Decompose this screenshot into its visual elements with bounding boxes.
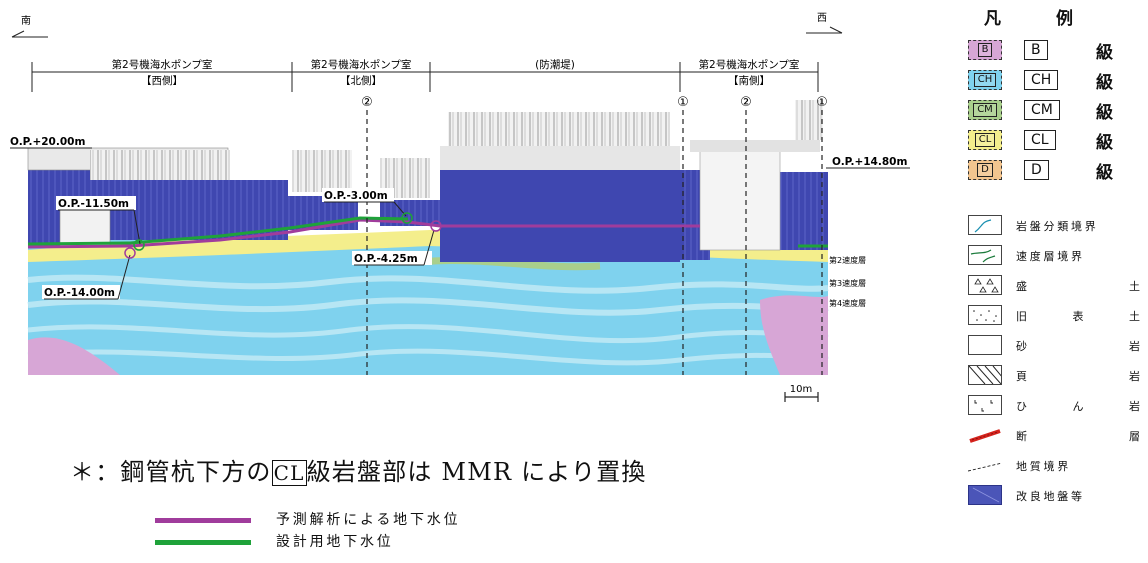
design-groundwater-label: 設計用地下水位 (276, 534, 394, 550)
legend-title-b: 例 (1056, 9, 1073, 29)
elev-minus-11-50: O.P.-11.50m (58, 198, 129, 210)
south-section-sub: 【南側】 (728, 74, 770, 87)
section-headers: 第2号機海水ポンプ室 【西側】 第2号機海水ポンプ室 【北側】 (防潮堤) 第2… (31, 58, 819, 92)
scale-bar: 10m (784, 384, 819, 402)
marker-2-south: ② (740, 95, 752, 110)
legend-panel: 凡 例 B B 級 CH CH 級 CM CM 級 CL CL 級 D D 級 … (960, 0, 1148, 563)
shale-icon (968, 365, 1002, 385)
elevation-labels: O.P.+20.00m O.P.+14.80m O.P.-11.50m O.P.… (10, 136, 910, 300)
west-label: 西 (817, 13, 827, 24)
old-topsoil-icon (968, 305, 1002, 325)
elev-minus-3-00: O.P.-3.00m (324, 190, 388, 202)
geological-boundary-icon (968, 455, 1002, 475)
legend-hornfels: ひん岩 (968, 394, 1148, 418)
predicted-groundwater-label: 予測解析による地下水位 (276, 512, 461, 528)
legend-improved-ground: 改良地盤等 (968, 484, 1148, 508)
south-section-title: 第2号機海水ポンプ室 (699, 58, 800, 71)
svg-text:10m: 10m (790, 384, 812, 395)
marker-lines (366, 110, 823, 375)
legend-fill-soil: 盛土 (968, 274, 1148, 298)
improved-ground-icon (968, 485, 1002, 505)
legend-title-a: 凡 (984, 9, 1001, 29)
elev-minus-14-00: O.P.-14.00m (44, 287, 115, 299)
fill-soil-icon (968, 275, 1002, 295)
velocity-layer-labels: 第2速度層 第3速度層 第4速度層 (829, 255, 866, 308)
legend-shale: 頁岩 (968, 364, 1148, 388)
elev-minus-4-25: O.P.-4.25m (354, 253, 418, 265)
south-label: 南 (21, 14, 31, 27)
legend-rock-class-boundary: 岩盤分類境界 (968, 214, 1148, 238)
legend-geological-boundary: 地質境界 (968, 454, 1148, 478)
legend-grade-ch: CH CH 級 (968, 68, 1148, 93)
north-section-title: 第2号機海水ポンプ室 (311, 58, 412, 71)
velocity-layer-3: 第3速度層 (829, 278, 866, 288)
hornfels-icon (968, 395, 1002, 415)
design-groundwater-swatch (155, 540, 251, 545)
legend-grade-b: B B 級 (968, 38, 1148, 63)
north-section-sub: 【北側】 (340, 74, 382, 87)
groundwater-lines (27, 216, 828, 249)
fault-icon (968, 425, 1002, 445)
elev-top-right: O.P.+14.80m (832, 156, 907, 168)
sandstone-icon (968, 335, 1002, 355)
legend-grade-d: D D 級 (968, 158, 1148, 183)
legend-velocity-boundary: 速度層境界 (968, 244, 1148, 268)
legend-grade-cm: CM CM 級 (968, 98, 1148, 123)
legend-sandstone: 砂岩 (968, 334, 1148, 358)
rock-class-boundary-icon (968, 215, 1002, 235)
legend-fault: 断層 (968, 424, 1148, 448)
velocity-layer-2: 第2速度層 (829, 255, 866, 265)
legend-grade-cl: CL CL 級 (968, 128, 1148, 153)
note-prefix: ＊：鋼管杭下方の (70, 458, 272, 486)
velocity-layer-boundary-icon (968, 245, 1002, 265)
predicted-groundwater-swatch (155, 518, 251, 523)
velocity-layer-4: 第4速度層 (829, 298, 866, 308)
dyke-label: (防潮堤) (535, 58, 575, 71)
west-arrow: 西 (806, 13, 843, 34)
marker-2-north: ② (361, 95, 373, 110)
legend-old-topsoil: 旧表土 (968, 304, 1148, 328)
marker-1-south-a: ① (677, 95, 689, 110)
note-suffix: 級岩盤部は MMR により置換 (306, 458, 647, 486)
south-arrow: 南 (11, 14, 48, 38)
west-section-title: 第2号機海水ポンプ室 (112, 58, 213, 71)
note-boxed-class: CL (271, 460, 307, 486)
west-section-sub: 【西側】 (141, 74, 183, 87)
marker-labels: ② ① ② ① (361, 95, 828, 110)
marker-1-south-b: ① (816, 95, 828, 110)
geological-cross-section: 南 西 第2号機海水ポンプ室 【西側】 第2号機海水ポンプ室 【北側】 (防潮堤… (10, 13, 910, 402)
elev-top-left: O.P.+20.00m (10, 136, 85, 148)
structures (27, 100, 823, 251)
